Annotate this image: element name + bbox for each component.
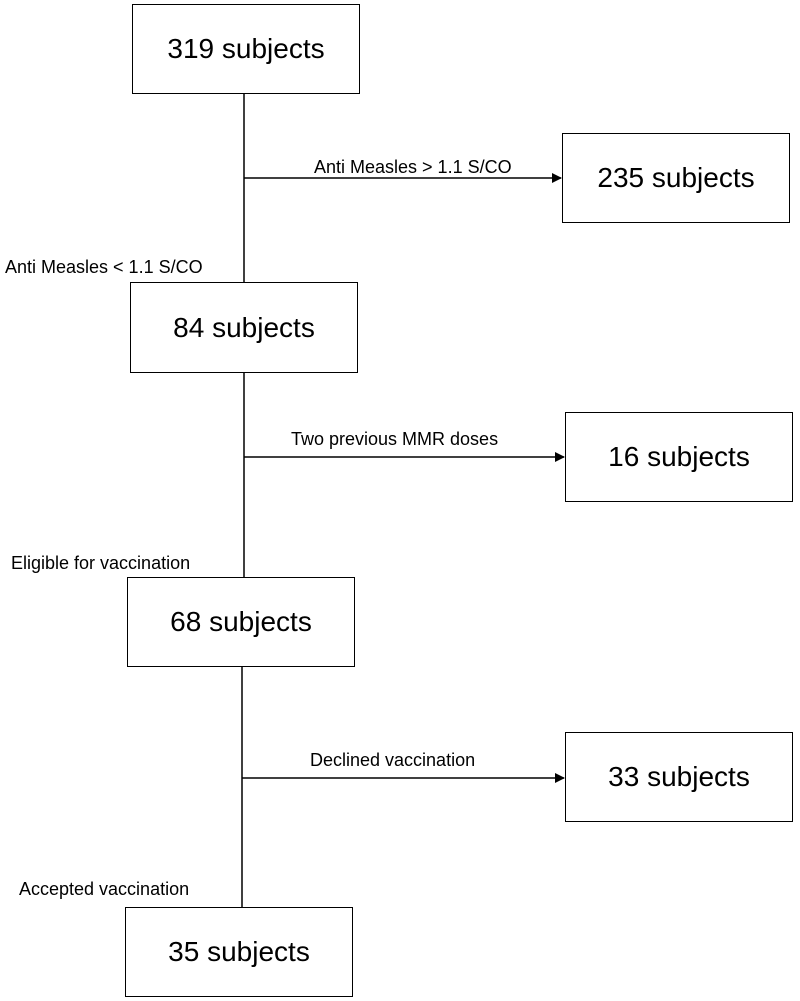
- branch-label-two-mmr-doses: Two previous MMR doses: [291, 429, 499, 449]
- box-35-subjects: 35 subjects: [125, 907, 353, 997]
- box-319-subjects: 319 subjects: [132, 4, 360, 94]
- step-label-eligible: Eligible for vaccination: [11, 553, 191, 573]
- box-33-subjects: 33 subjects: [565, 732, 793, 822]
- box-68-subjects: 68 subjects: [127, 577, 355, 667]
- box-235-subjects: 235 subjects: [562, 133, 790, 223]
- box-16-subjects: 16 subjects: [565, 412, 793, 502]
- branch-label-anti-measles-above: Anti Measles > 1.1 S/CO: [314, 157, 512, 177]
- box-84-subjects: 84 subjects: [130, 282, 358, 373]
- branch-label-declined-vaccination: Declined vaccination: [310, 750, 476, 770]
- step-label-anti-measles-below: Anti Measles < 1.1 S/CO: [5, 257, 203, 277]
- step-label-accepted: Accepted vaccination: [19, 879, 190, 899]
